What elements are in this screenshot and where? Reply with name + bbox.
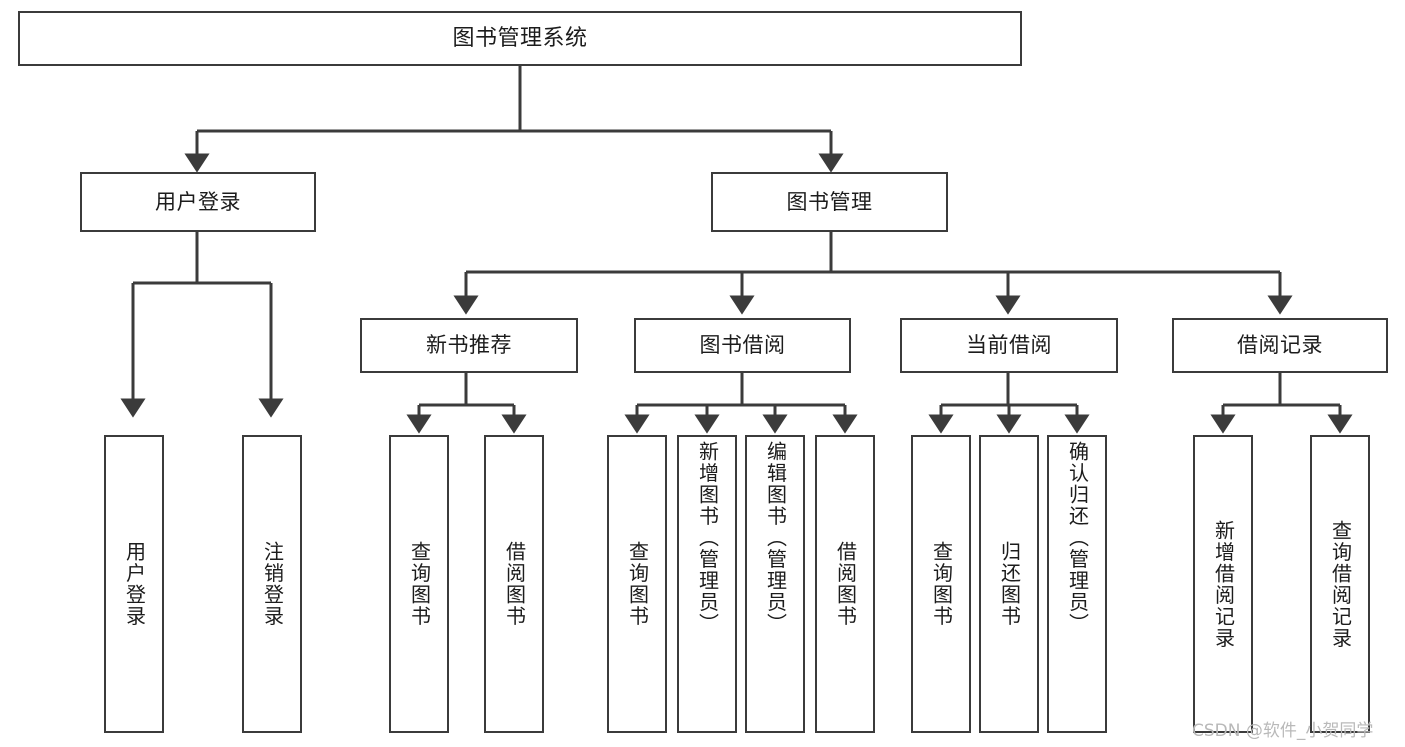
leaf-new-book-query-book[interactable]: 查询图书 bbox=[389, 435, 449, 733]
leaf-book-borrow-add-book-admin[interactable]: 新增图书（管理员） bbox=[677, 435, 737, 733]
node-label: 借阅图书 bbox=[833, 541, 858, 627]
leaf-book-borrow-borrow-book[interactable]: 借阅图书 bbox=[815, 435, 875, 733]
csdn-watermark: CSDN @软件_小贺同学 bbox=[1192, 721, 1374, 741]
node-label: 归还图书 bbox=[997, 541, 1022, 627]
edges-new-book-to-leaves bbox=[406, 373, 527, 434]
node-root-book-management-system[interactable]: 图书管理系统 bbox=[18, 11, 1022, 66]
node-label: 当前借阅 bbox=[966, 333, 1052, 358]
edges-borrow-record-to-leaves bbox=[1210, 373, 1353, 434]
node-label: 新增图书（管理员） bbox=[695, 441, 720, 635]
node-label: 查询图书 bbox=[625, 541, 650, 627]
edges-user-login-to-leaves bbox=[120, 232, 284, 418]
leaf-current-borrow-query-book[interactable]: 查询图书 bbox=[911, 435, 971, 733]
node-label: 图书管理 bbox=[786, 189, 873, 214]
node-book-borrow[interactable]: 图书借阅 bbox=[634, 318, 851, 373]
node-user-login[interactable]: 用户登录 bbox=[80, 172, 316, 232]
node-label: 确认归还（管理员） bbox=[1065, 441, 1090, 635]
leaf-current-borrow-confirm-return-admin[interactable]: 确认归还（管理员） bbox=[1047, 435, 1107, 733]
node-label: 查询借阅记录 bbox=[1328, 519, 1353, 649]
edges-book-manage-to-level3 bbox=[453, 232, 1293, 315]
node-label: 新增借阅记录 bbox=[1211, 519, 1236, 649]
leaf-user-login-login[interactable]: 用户登录 bbox=[104, 435, 164, 733]
edges-book-borrow-to-leaves bbox=[624, 373, 858, 434]
node-label: 查询图书 bbox=[407, 541, 432, 627]
node-label: 编辑图书（管理员） bbox=[763, 441, 788, 635]
node-label: 新书推荐 bbox=[426, 333, 512, 358]
leaf-user-login-logout[interactable]: 注销登录 bbox=[242, 435, 302, 733]
leaf-current-borrow-return-book[interactable]: 归还图书 bbox=[979, 435, 1039, 733]
node-label: 借阅记录 bbox=[1237, 333, 1323, 358]
leaf-borrow-record-add-record[interactable]: 新增借阅记录 bbox=[1193, 435, 1253, 733]
node-label: 借阅图书 bbox=[502, 541, 527, 627]
node-label: 用户登录 bbox=[122, 541, 147, 627]
node-label: 注销登录 bbox=[260, 541, 285, 627]
node-label: 查询图书 bbox=[929, 541, 954, 627]
node-label: 图书借阅 bbox=[699, 333, 786, 358]
node-borrow-record[interactable]: 借阅记录 bbox=[1172, 318, 1388, 373]
leaf-new-book-borrow-book[interactable]: 借阅图书 bbox=[484, 435, 544, 733]
node-current-borrow[interactable]: 当前借阅 bbox=[900, 318, 1118, 373]
edges-root-to-level2 bbox=[184, 66, 844, 173]
node-label: 图书管理系统 bbox=[452, 25, 588, 51]
edges-current-borrow-to-leaves bbox=[928, 373, 1090, 434]
leaf-borrow-record-query-record[interactable]: 查询借阅记录 bbox=[1310, 435, 1370, 733]
leaf-book-borrow-edit-book-admin[interactable]: 编辑图书（管理员） bbox=[745, 435, 805, 733]
node-label: 用户登录 bbox=[155, 189, 241, 214]
node-new-book-recommend[interactable]: 新书推荐 bbox=[360, 318, 578, 373]
node-book-management[interactable]: 图书管理 bbox=[711, 172, 948, 232]
leaf-book-borrow-query-book[interactable]: 查询图书 bbox=[607, 435, 667, 733]
